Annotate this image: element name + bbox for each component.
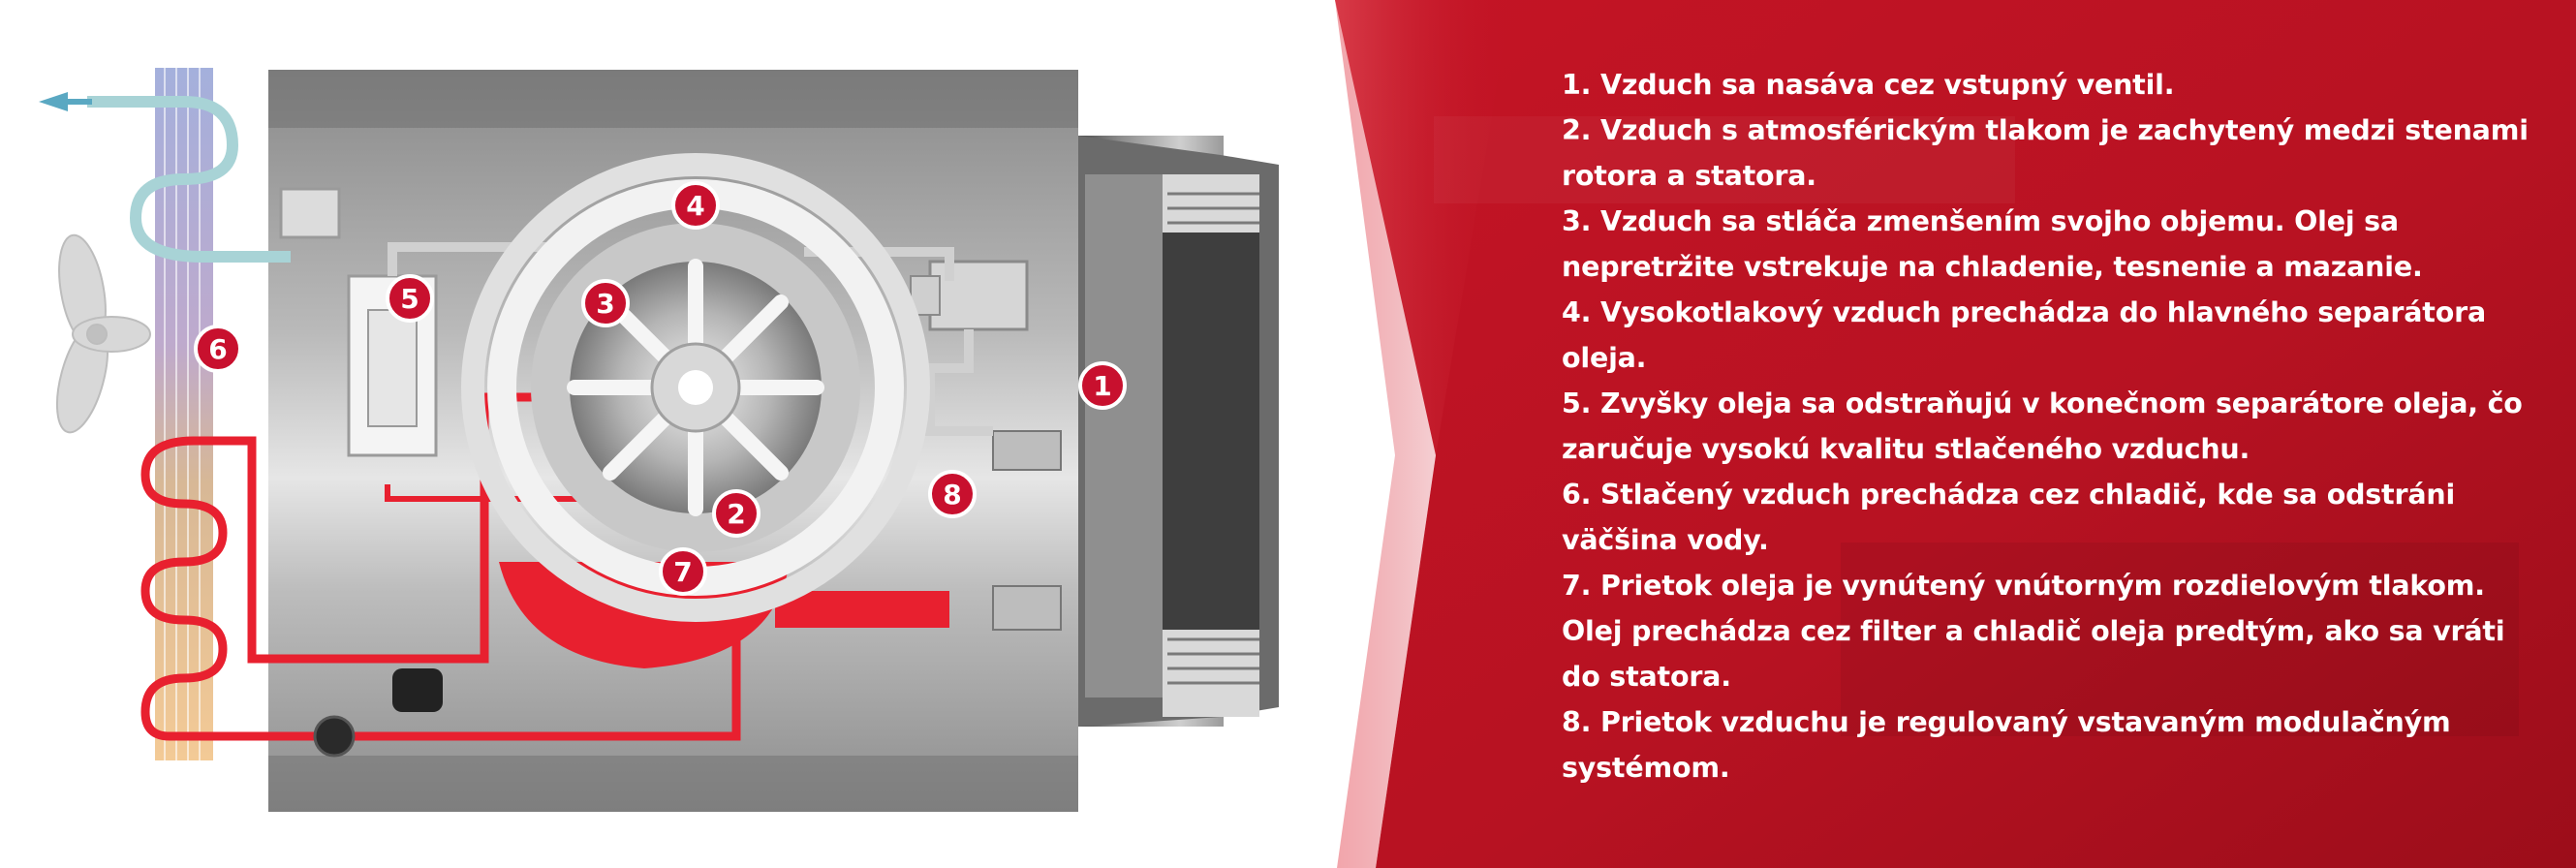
step-markers: 1 2 3 4 5 6 7 8 bbox=[194, 181, 1127, 596]
step-item: 4. Vysokotlakový vzduch prechádza do hla… bbox=[1562, 296, 2486, 374]
marker-4-label: 4 bbox=[686, 190, 704, 222]
step-item: 7. Prietok oleja je vynútený vnútorným r… bbox=[1562, 570, 2505, 693]
steps-list: 1. Vzduch sa nasáva cez vstupný ventil. … bbox=[1562, 62, 2540, 790]
step-item: 8. Prietok vzduchu je regulovaný vstavan… bbox=[1562, 706, 2451, 784]
step-item: 5. Zvyšky oleja sa odstraňujú v konečnom… bbox=[1562, 388, 2523, 465]
marker-2-label: 2 bbox=[727, 498, 745, 530]
motor-unit bbox=[1078, 136, 1279, 727]
rotor-icon bbox=[567, 259, 824, 516]
step-item: 3. Vzduch sa stláča zmenšením svojho obj… bbox=[1562, 205, 2423, 283]
marker-8-label: 8 bbox=[943, 479, 961, 511]
marker-2-badge bbox=[712, 489, 760, 538]
marker-3-badge bbox=[581, 279, 630, 327]
step-item: 1. Vzduch sa nasáva cez vstupný ventil. bbox=[1562, 69, 2175, 101]
marker-5-label: 5 bbox=[400, 283, 419, 315]
marker-3-label: 3 bbox=[596, 288, 614, 320]
marker-1-badge bbox=[1078, 361, 1127, 410]
fan-icon bbox=[55, 233, 151, 434]
marker-6-label: 6 bbox=[208, 333, 227, 365]
air-outlet-pipe bbox=[87, 96, 291, 263]
marker-1-label: 1 bbox=[1093, 370, 1111, 402]
compressor-diagram: 1 2 3 4 5 6 7 8 bbox=[39, 68, 1279, 812]
outlet-arrow-icon bbox=[39, 92, 68, 111]
step-item: 2. Vzduch s atmosférickým tlakom je zach… bbox=[1562, 114, 2529, 192]
valve-icon bbox=[910, 260, 1062, 631]
pump-icon bbox=[313, 668, 443, 758]
step-item: 6. Stlačený vzduch prechádza cez chladič… bbox=[1562, 479, 2456, 556]
marker-7-label: 7 bbox=[673, 556, 692, 588]
marker-8-badge bbox=[928, 470, 977, 518]
marker-7-badge bbox=[659, 547, 707, 596]
marker-6-badge bbox=[194, 325, 242, 373]
marker-4-badge bbox=[671, 181, 720, 230]
marker-5-badge bbox=[386, 274, 434, 323]
